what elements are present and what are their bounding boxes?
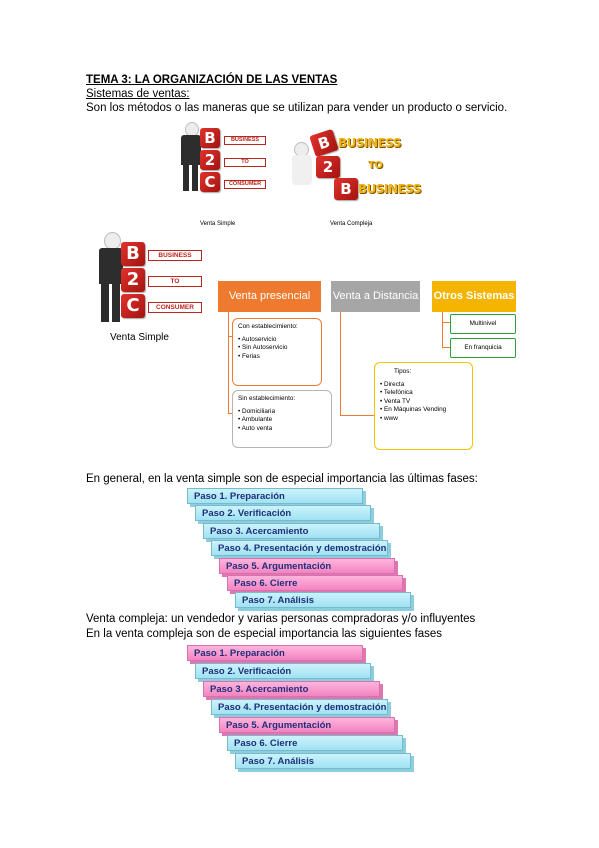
simple-intro-text: En general, en la venta simple son de es… (86, 473, 478, 485)
simple-step-2: Paso 2. Verificación (195, 505, 371, 521)
compleja-step-5: Paso 5. Argumentación (219, 717, 395, 733)
box-sin-establecimiento: Sin establecimiento: • Domiciliaria • Am… (232, 390, 332, 448)
header-venta-presencial: Venta presencial (218, 281, 321, 312)
compleja-step-7: Paso 7. Análisis (235, 753, 411, 769)
box-franquicia: En franquicia (450, 338, 516, 358)
box-tipos-distancia: Tipos: • Directa • Telefónica • Venta TV… (374, 362, 473, 450)
header-venta-distancia: Venta a Distancia (331, 281, 420, 312)
compleja-text-2: En la venta compleja son de especial imp… (86, 628, 443, 640)
definition-text: Son los métodos o las maneras que se uti… (86, 102, 508, 114)
b2c-illustration-large: B 2 C BUSINESS TO CONSUMER Venta Simple (88, 232, 213, 350)
page-title: TEMA 3: LA ORGANIZACIÓN DE LAS VENTAS (86, 74, 338, 86)
compleja-step-2: Paso 2. Verificación (195, 663, 371, 679)
caption-venta-simple-large: Venta Simple (110, 332, 169, 343)
simple-step-7: Paso 7. Análisis (235, 592, 411, 608)
section-subtitle: Sistemas de ventas: (86, 88, 190, 100)
box-multinivel: Multinivel (450, 314, 516, 334)
box-con-establecimiento: Con establecimiento: • Autoservicio • Si… (232, 318, 322, 386)
compleja-step-1: Paso 1. Preparación (187, 645, 363, 661)
compleja-text-1: Venta compleja: un vendedor y varias per… (86, 613, 476, 625)
b2b-illustration: B 2 B BUSINESS TO BUSINESS Venta Complej… (290, 122, 430, 232)
simple-step-6: Paso 6. Cierre (227, 575, 403, 591)
compleja-step-6: Paso 6. Cierre (227, 735, 403, 751)
compleja-step-3: Paso 3. Acercamiento (203, 681, 380, 697)
simple-step-1: Paso 1. Preparación (187, 488, 363, 504)
simple-step-5: Paso 5. Argumentación (219, 558, 395, 574)
compleja-step-4: Paso 4. Presentación y demostración (211, 699, 388, 715)
simple-step-3: Paso 3. Acercamiento (203, 523, 380, 539)
caption-venta-compleja: Venta Compleja (330, 221, 373, 227)
header-otros-sistemas: Otros Sistemas (432, 281, 516, 312)
simple-step-4: Paso 4. Presentación y demostración (211, 540, 388, 556)
caption-venta-simple: Venta Simple (200, 221, 236, 227)
b2c-illustration-small: B 2 C BUSINESS TO CONSUMER Venta Simple (170, 122, 275, 232)
